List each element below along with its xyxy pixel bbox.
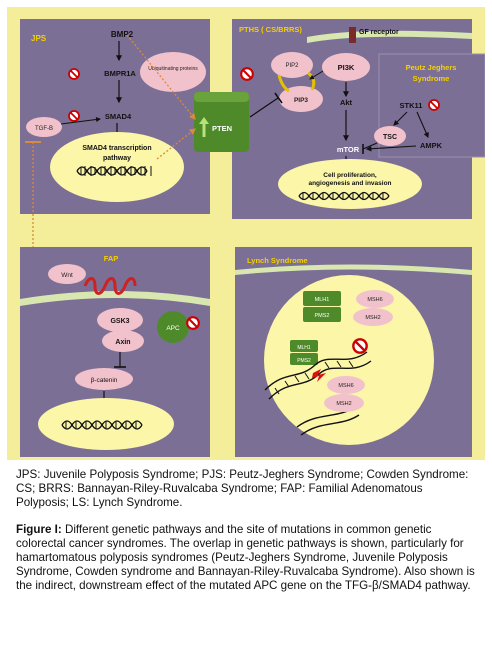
- pms2-bound-block: [290, 353, 318, 365]
- mlh1-bound-label: MLH1: [297, 345, 311, 351]
- stk11-mutation-icon: [428, 99, 440, 111]
- outcome-label-1: Cell proliferation,: [323, 172, 377, 179]
- smad4-label: SMAD4: [105, 112, 132, 121]
- pths-dna-icon: [298, 191, 390, 201]
- figure-text: Different genetic pathways and the site …: [16, 523, 475, 592]
- bmp2-label: BMP2: [111, 30, 134, 39]
- stk11-to-tsc-arrow: [393, 111, 408, 126]
- gsk3-bubble: [97, 308, 143, 332]
- pip2-label: PIP2: [285, 63, 299, 69]
- stk11-label: STK11: [400, 101, 423, 110]
- pms2-block: [303, 307, 341, 322]
- pi3k-to-pip-arrow: [309, 70, 324, 80]
- msh6-bound-bubble: [327, 376, 365, 394]
- msh6-label: MSH6: [367, 297, 382, 303]
- pathway-diagram: JPS BMP2 BMPR1A SMAD4 Ubiquitinating pro…: [20, 19, 485, 457]
- apc-circle: [157, 311, 189, 343]
- jps-dna-icon: [76, 166, 152, 176]
- msh2-bound-bubble: [324, 394, 364, 412]
- axin-label: Axin: [115, 339, 130, 346]
- pip3-bubble: [279, 86, 323, 112]
- ubiquitinating-bubble: [140, 52, 206, 92]
- apc-label: APC: [166, 325, 180, 332]
- axin-bubble: [102, 330, 144, 352]
- msh2-bubble: [353, 308, 393, 326]
- ubiquitinating-label: Ubiquitinating proteins: [148, 66, 198, 72]
- smad4-pathway-ellipse: [50, 132, 184, 202]
- bmpr1a-label: BMPR1A: [104, 69, 136, 78]
- jps-panel: JPS BMP2 BMPR1A SMAD4 Ubiquitinating pro…: [20, 19, 210, 214]
- lynch-membrane: [235, 264, 472, 275]
- pms2-label: PMS2: [315, 313, 330, 319]
- pjs-title-2: Syndrome: [413, 74, 450, 83]
- gsk3-label: GSK3: [110, 318, 129, 325]
- pths-title: PTHS ( CS/BRRS): [239, 25, 302, 34]
- abbreviations-text: JPS: Juvenile Polyposis Syndrome; PJS: P…: [16, 468, 469, 509]
- ampk-to-mtor-arrow: [365, 145, 417, 152]
- pten-label: PTEN: [212, 124, 232, 133]
- ampk-label: AMPK: [420, 141, 443, 150]
- bcatenin-bubble: [75, 368, 133, 390]
- gf-receptor-label: GF receptor: [359, 29, 399, 36]
- pip-cycle-arrow-2: [307, 71, 316, 91]
- gf-receptor-icon: [349, 27, 356, 43]
- pip3-label: PIP3: [294, 97, 308, 104]
- pathway-to-pten-dashed: [156, 128, 197, 160]
- msh6-bound-label: MSH6: [338, 383, 353, 389]
- wnt-label: Wnt: [61, 272, 73, 279]
- tsc-bubble: [374, 126, 406, 146]
- stk11-to-ampk-arrow: [416, 111, 429, 139]
- mtor-label: mTOR: [337, 145, 360, 154]
- jps-title: JPS: [31, 34, 47, 43]
- fap-dna-icon: [61, 420, 143, 430]
- mlh1-bound-block: [290, 340, 318, 352]
- mlh1-label: MLH1: [315, 297, 330, 303]
- msh6-bubble: [356, 290, 394, 308]
- pjs-panel: Peutz Jeghers Syndrome STK11 TSC AMPK: [362, 53, 485, 158]
- pip-cycle-arrow-1: [277, 74, 290, 93]
- pms2-bound-label: PMS2: [297, 358, 311, 364]
- akt-label: Akt: [340, 98, 353, 107]
- pjs-title-1: Peutz Jeghers: [406, 63, 457, 72]
- tgfb-bubble: [26, 117, 62, 137]
- wnt-bubble: [48, 264, 86, 284]
- pths-mutation-icon: [240, 67, 254, 81]
- mlh1-block: [303, 291, 341, 306]
- fap-title: FAP: [104, 254, 119, 263]
- lynch-mutation-icon: [352, 338, 368, 354]
- smad4-pathway-label-2: pathway: [103, 155, 131, 162]
- bcatenin-label: β-catenin: [91, 377, 118, 384]
- fap-membrane: [20, 291, 210, 306]
- pi3k-label: PI3K: [338, 63, 355, 72]
- pten-inhibits-pip3: [249, 97, 279, 118]
- figure-caption: JPS: Juvenile Polyposis Syndrome; PJS: P…: [16, 468, 478, 606]
- membrane: [307, 30, 472, 43]
- fap-panel: FAP Wnt GSK3 APC Axin β-catenin: [20, 247, 210, 457]
- pi3k-bubble: [322, 53, 370, 81]
- pip2-bubble: [271, 52, 313, 78]
- apc-mutation-icon: [186, 316, 200, 330]
- mismatch-lightning-icon: [312, 369, 326, 382]
- pten-block: [194, 92, 249, 152]
- tgfb-to-smad4-arrow: [60, 117, 101, 125]
- msh2-label: MSH2: [365, 315, 380, 321]
- pten-inhibit-bar: [274, 92, 283, 104]
- pathway-figure: JPS BMP2 BMPR1A SMAD4 Ubiquitinating pro…: [7, 7, 485, 460]
- lynch-panel: Lynch Syndrome MLH1 PMS2 MSH6 MSH2 MLH1 …: [235, 247, 472, 457]
- tgfb-label: TGF-B: [35, 126, 53, 132]
- figure-label: Figure I:: [16, 523, 62, 536]
- outcome-label-2: angiogenesis and invasion: [308, 180, 391, 187]
- figure-description: Figure I: Different genetic pathways and…: [16, 523, 478, 593]
- pten-node: PTEN: [194, 92, 283, 152]
- smad4-pathway-label-1: SMAD4 transcription: [82, 145, 151, 152]
- smad4-mutation-icon: [68, 110, 80, 122]
- lynch-title: Lynch Syndrome: [247, 256, 308, 265]
- bmpr1a-mutation-icon: [68, 68, 80, 80]
- outcome-ellipse: [278, 159, 422, 209]
- tsc-label: TSC: [383, 134, 397, 141]
- msh2-bound-label: MSH2: [336, 401, 351, 407]
- frizzled-receptor-icon: [83, 277, 137, 295]
